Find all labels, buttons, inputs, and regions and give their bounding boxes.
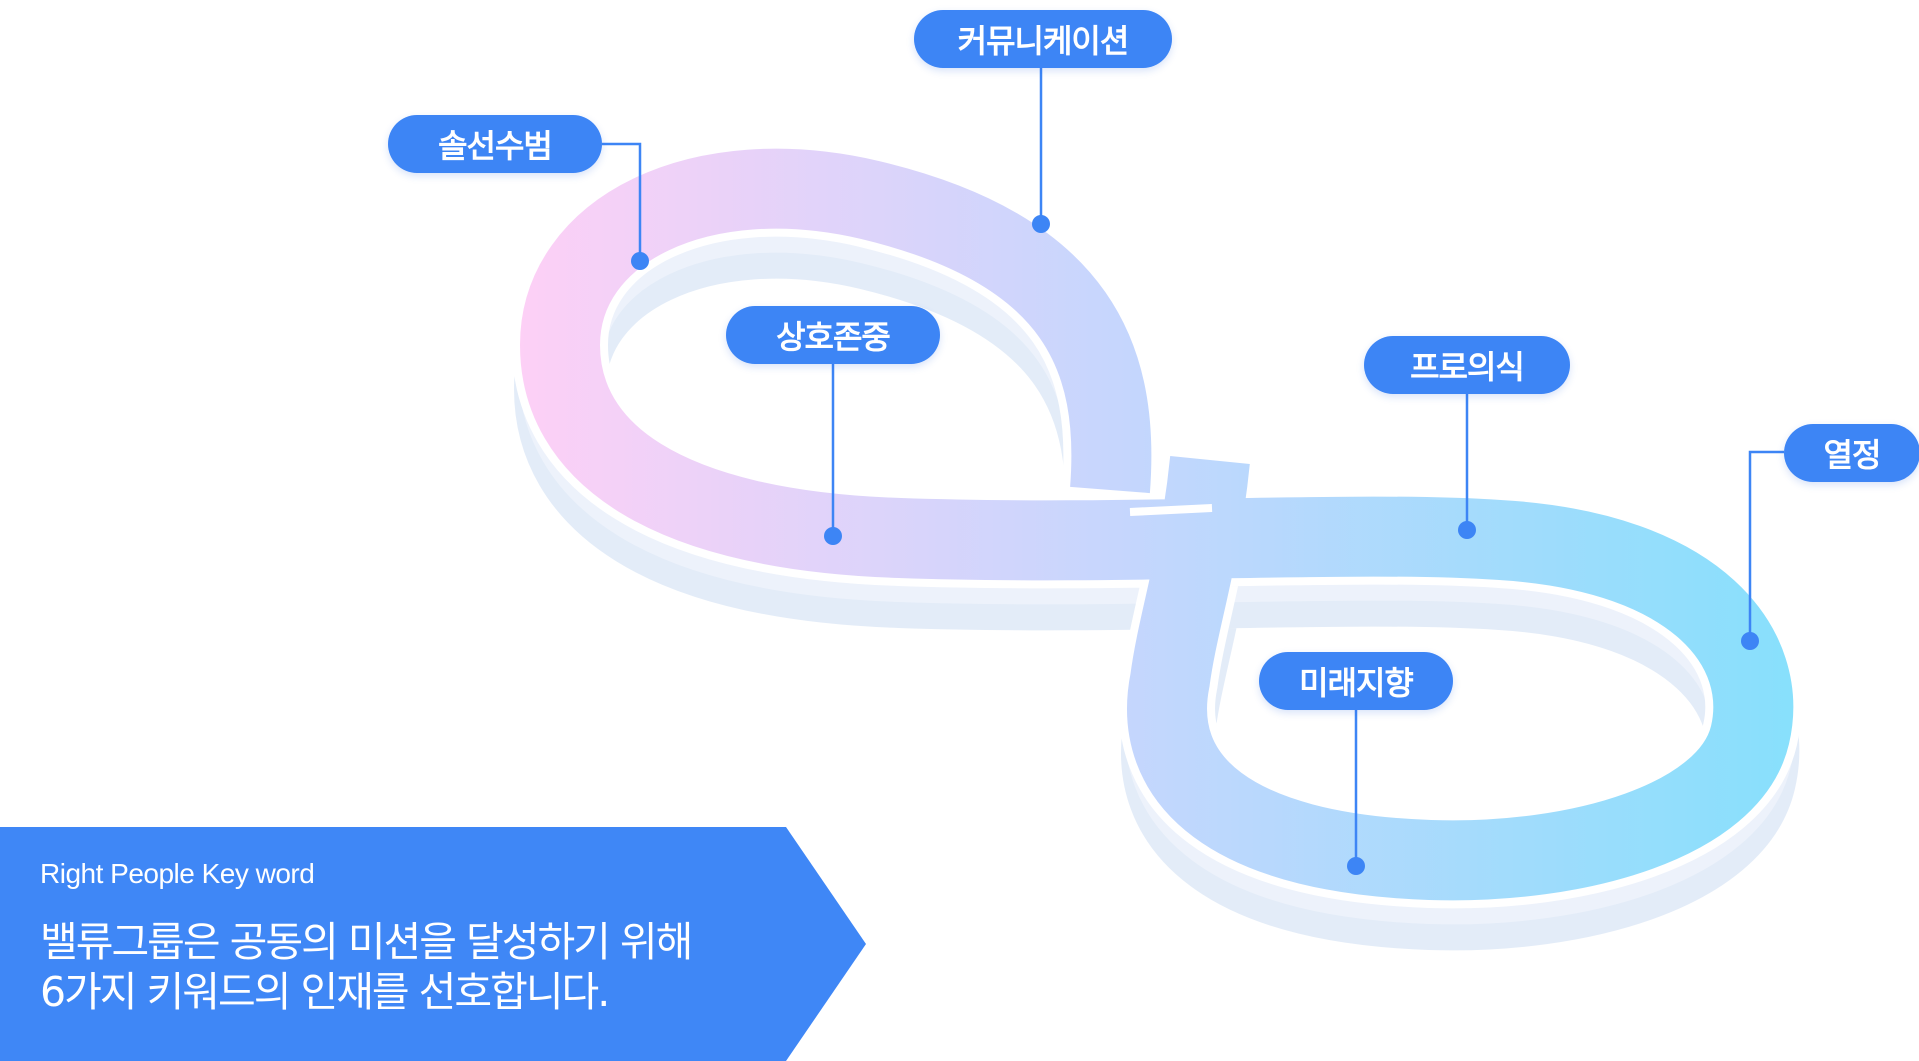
- dot-future-oriented: [1347, 857, 1365, 875]
- dot-communication: [1032, 215, 1050, 233]
- keyword-pill-mutual-respect: 상호존중: [726, 306, 940, 364]
- banner-subtitle: Right People Key word: [40, 858, 315, 889]
- connector-passion: [1748, 450, 1784, 641]
- infinity-band: [519, 148, 1794, 901]
- keyword-pill-future-oriented: 미래지향: [1259, 652, 1453, 710]
- message-banner: [0, 827, 866, 1061]
- crossover-gap: [1129, 504, 1213, 516]
- dot-professionalism: [1458, 521, 1476, 539]
- connector-solseonsubeom: [602, 142, 642, 261]
- keyword-pill-professionalism: 프로의식: [1364, 336, 1570, 394]
- dot-passion: [1741, 632, 1759, 650]
- connector-lines: [602, 68, 1784, 866]
- dot-mutual-respect: [824, 527, 842, 545]
- connector-dots: [631, 215, 1759, 875]
- banner-message-line-2: 6가지 키워드의 인재를 선호합니다.: [40, 968, 610, 1016]
- keyword-pill-passion: 열정: [1784, 424, 1919, 482]
- banner-message-line-1: 밸류그룹은 공동의 미션을 달성하기 위해: [40, 918, 693, 966]
- keyword-pill-solseonsubeom: 솔선수범: [388, 115, 602, 173]
- loop-gradient-band: [519, 148, 1794, 901]
- keyword-pill-communication: 커뮤니케이션: [914, 10, 1172, 68]
- dot-solseonsubeom: [631, 252, 649, 270]
